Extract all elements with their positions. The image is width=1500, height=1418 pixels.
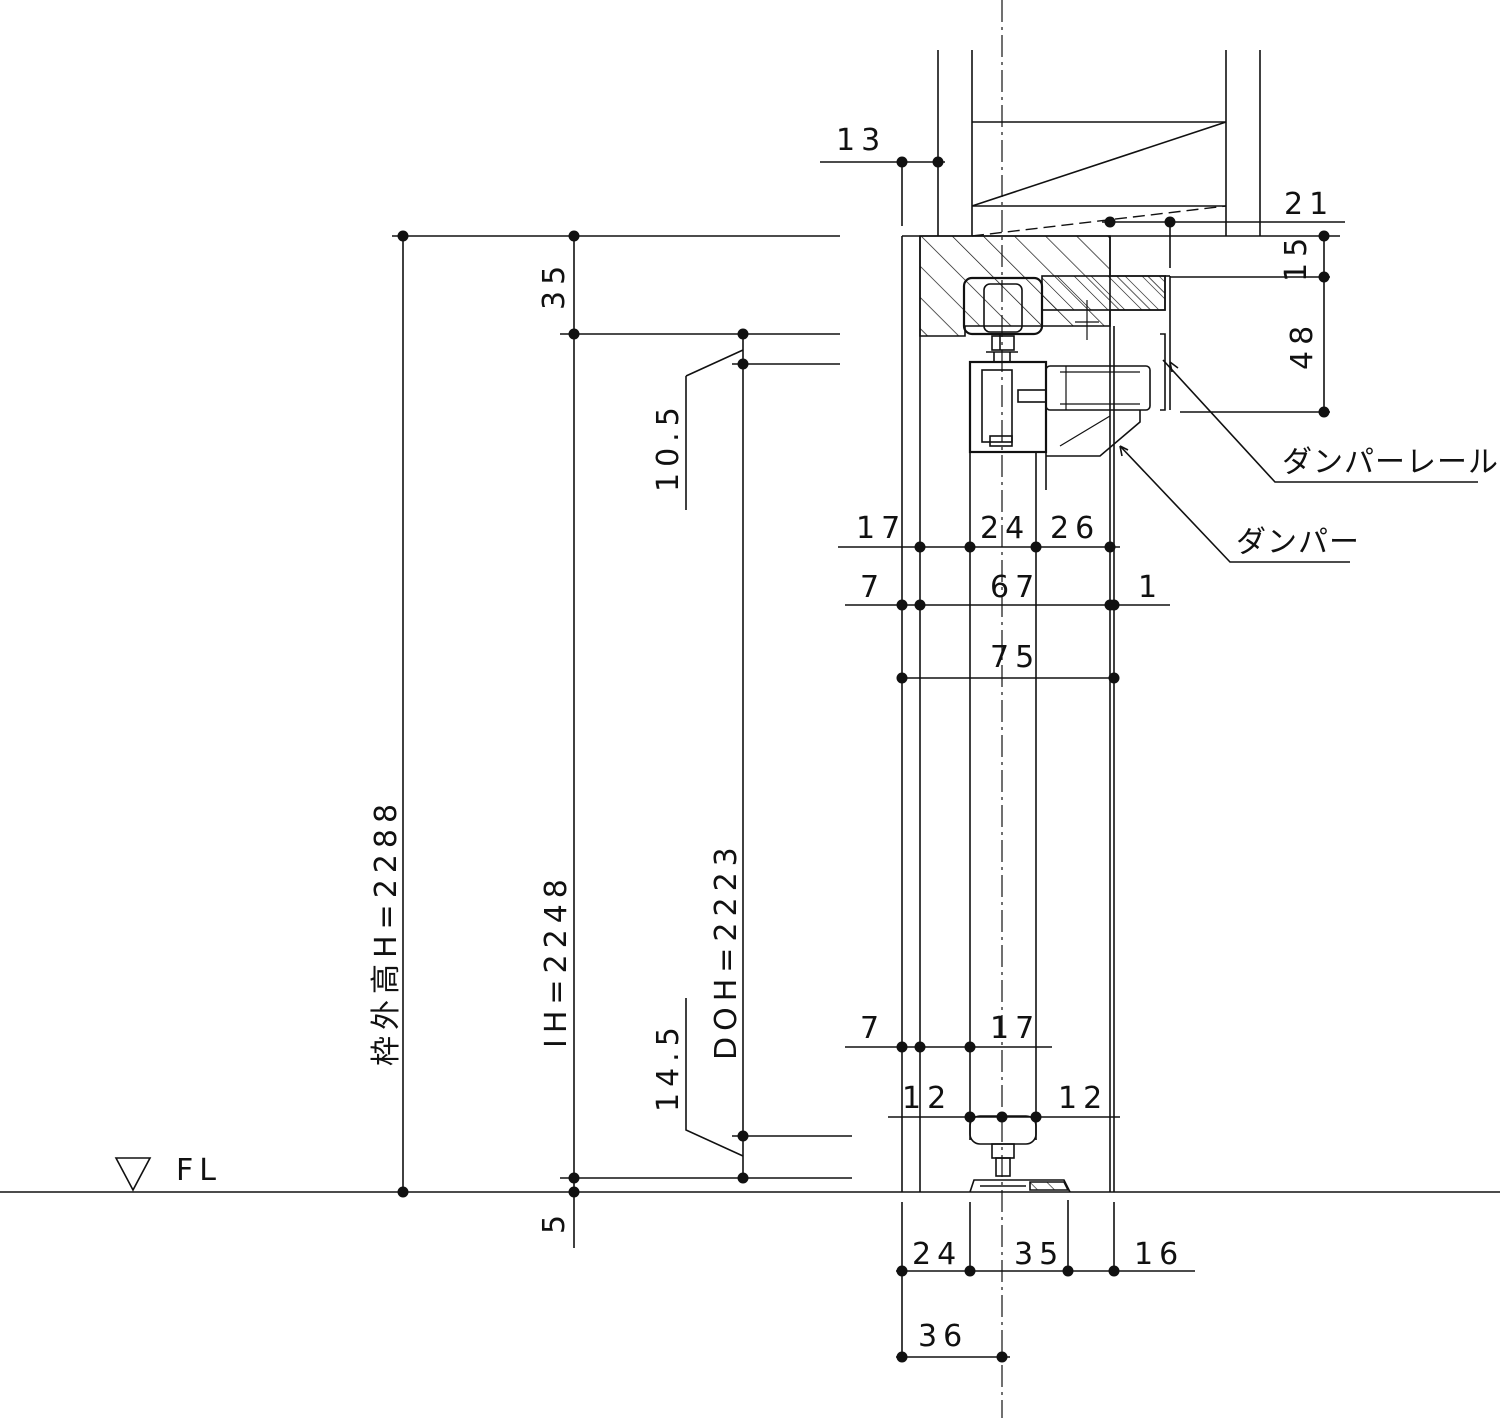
- dim-right-15: 15: [1279, 232, 1314, 282]
- dim-bottom-35: 35: [1014, 1237, 1064, 1272]
- label-leaders: [1119, 359, 1478, 563]
- floor-level-label: FL: [176, 1153, 222, 1188]
- dim-left-35: 35: [537, 260, 572, 310]
- dim-row5-12b: 12: [1058, 1081, 1108, 1116]
- dim-frame-height: 枠外高H=2288: [369, 798, 404, 1066]
- dim-top-21: 21: [1284, 187, 1334, 222]
- damper-assembly: [968, 275, 1171, 490]
- dim-row2-67: 67: [990, 570, 1040, 605]
- dim-door-height: DOH=2223: [709, 841, 744, 1060]
- dim-row1-26: 26: [1050, 511, 1100, 546]
- dim-left-10-5: 10.5: [651, 401, 686, 492]
- dim-row4-17: 17: [990, 1011, 1040, 1046]
- dim-row2-7: 7: [860, 570, 885, 605]
- dim-right-48: 48: [1285, 320, 1320, 370]
- hanger-roller: [962, 276, 1044, 362]
- dim-row4-7: 7: [860, 1011, 885, 1046]
- top-dimension-lines: [820, 161, 1345, 413]
- dim-bottom-36: 36: [918, 1319, 968, 1354]
- dim-row2-1: 1: [1138, 570, 1163, 605]
- dim-row5-12a: 12: [902, 1081, 952, 1116]
- dim-row1-17: 17: [856, 511, 906, 546]
- door-frame-jambs: [901, 236, 1115, 1192]
- dim-bottom-5: 5: [537, 1209, 572, 1234]
- dim-row3-75: 75: [990, 640, 1040, 675]
- dim-bottom-16: 16: [1134, 1237, 1184, 1272]
- vertical-dimensions: [392, 235, 852, 1248]
- head-frame: [902, 235, 1340, 340]
- damper-label: ダンパー: [1236, 525, 1360, 560]
- dim-bottom-24: 24: [912, 1237, 962, 1272]
- dim-row1-24: 24: [980, 511, 1030, 546]
- dim-left-14-5: 14.5: [651, 1021, 686, 1112]
- dim-inner-height: IH=2248: [539, 873, 574, 1048]
- floor-level-triangle-icon: [114, 1157, 152, 1192]
- damper-rail-label: ダンパーレール: [1282, 445, 1499, 480]
- dim-top-13: 13: [836, 123, 886, 158]
- floor-guide: [969, 1143, 1071, 1193]
- dimension-dots: [397, 156, 1330, 1363]
- upper-wall: [937, 50, 1261, 237]
